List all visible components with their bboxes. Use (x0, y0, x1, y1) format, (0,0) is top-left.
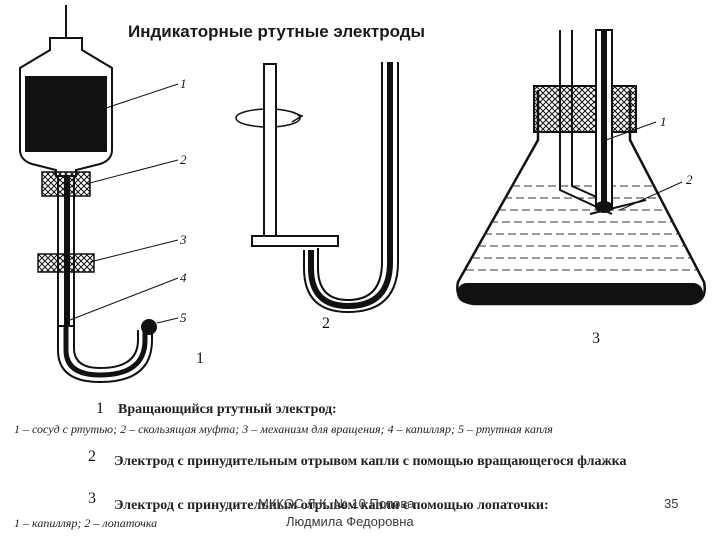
footer-author-line2: Людмила Федоровна (286, 514, 414, 529)
figure-1-rotating-electrode (19, 5, 179, 384)
fig3-callout-1: 1 (660, 114, 667, 129)
sliding-sleeve (41, 171, 91, 197)
caption-1-heading: Вращающийся ртутный электрод: (118, 402, 337, 417)
mercury-drop (141, 319, 157, 335)
stopper (533, 85, 637, 133)
fig1-callout-1: 1 (180, 76, 187, 91)
figure-3-spatula-electrode (456, 29, 706, 306)
fig1-callout-3: 3 (179, 232, 187, 247)
fig1-callout-4: 4 (180, 270, 187, 285)
fig1-callout-2: 2 (180, 152, 187, 167)
mercury-pool (457, 283, 703, 303)
fig3-callout-2: 2 (686, 172, 693, 187)
caption-3-heading: Электрод с принудительным отрывом капли … (114, 498, 549, 513)
figure-2-number: 2 (322, 315, 330, 332)
rotation-mechanism (37, 253, 95, 273)
footer-author-line1: МККОС Л.К. № 10 Попова (258, 496, 415, 511)
flag (251, 235, 339, 247)
slide-title: Индикаторные ртутные электроды (128, 22, 426, 41)
figure-1-number: 1 (196, 350, 204, 367)
caption-2-number: 2 (88, 448, 96, 465)
caption-1-number: 1 (96, 400, 104, 417)
page-number: 35 (664, 496, 679, 511)
caption-1-text: 1 – сосуд с ртутью; 2 – скользящая муфта… (14, 422, 553, 436)
caption-3-text: 1 – капилляр; 2 – лопаточка (14, 516, 158, 530)
flask (456, 90, 706, 306)
caption-3-number: 3 (88, 490, 96, 507)
caption-2-heading: Электрод с принудительным отрывом капли … (114, 454, 627, 469)
figure-3-number: 3 (592, 330, 600, 347)
fig1-callout-5: 5 (180, 310, 187, 325)
mercury-reservoir (25, 76, 107, 152)
figure-2-flag-electrode (235, 62, 399, 314)
